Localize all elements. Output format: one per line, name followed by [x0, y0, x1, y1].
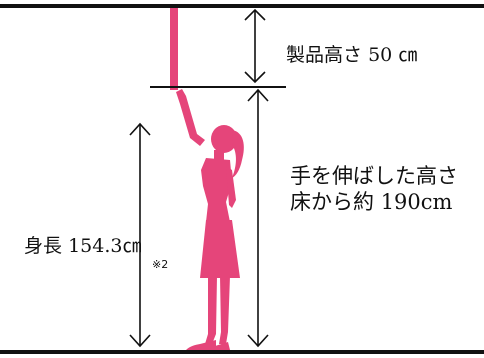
reach-height-value: 190cm — [380, 190, 453, 214]
reach-height-label-line2: 床から約 190cm — [290, 186, 452, 216]
ceiling-line — [0, 4, 484, 8]
person-height-label: 身長 154.3㎝ — [24, 231, 141, 258]
floor-line — [0, 350, 484, 354]
reach-height-text: 手を伸ばした高さ — [290, 164, 458, 188]
woman-silhouette-icon — [176, 89, 244, 350]
product-height-unit: ㎝ — [398, 44, 418, 66]
product-height-prefix: 製品高さ — [286, 44, 363, 66]
person-height-arrow — [129, 122, 151, 348]
person-height-value: 154.3㎝ — [68, 235, 142, 257]
reach-height-label-line1: 手を伸ばした高さ — [290, 160, 458, 190]
product-height-value: 50 — [368, 44, 393, 66]
person-height-prefix: 身長 — [24, 235, 63, 257]
product-pole — [170, 8, 178, 90]
reach-height-prefix: 床から約 — [290, 190, 374, 214]
reach-height-arrow — [247, 88, 269, 348]
footnote-mark: ※2 — [152, 258, 169, 271]
product-height-label: 製品高さ 50 ㎝ — [286, 40, 417, 67]
product-height-arrow — [244, 8, 266, 84]
